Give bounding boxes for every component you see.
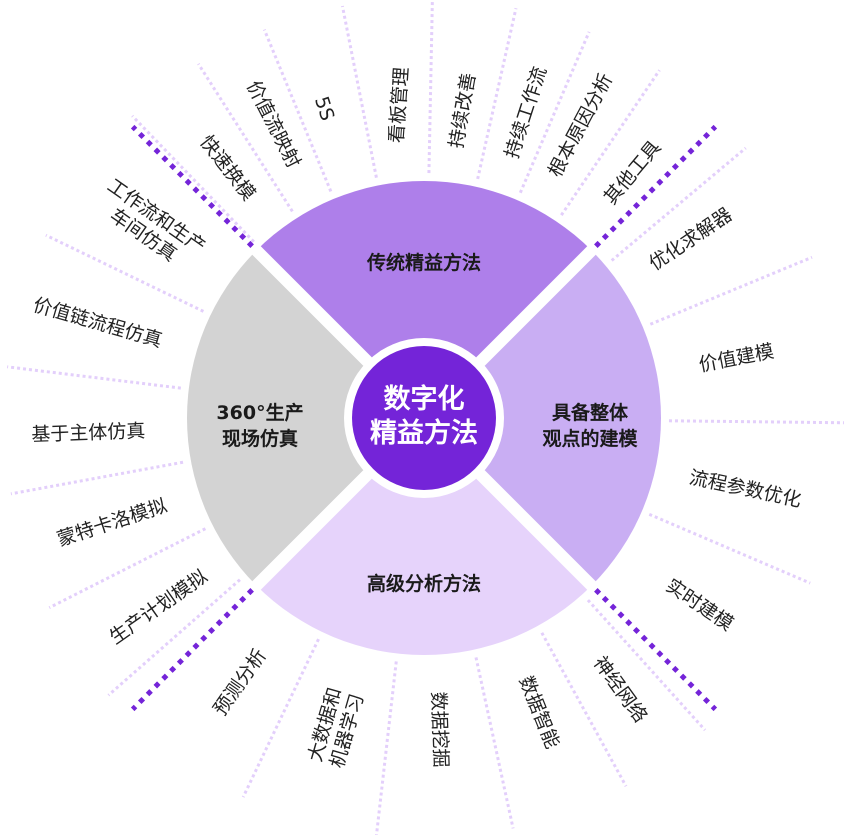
quadrant-bottom <box>256 418 592 655</box>
spoke-line <box>107 578 241 697</box>
tool-label-text: 根本原因分析 <box>544 70 617 181</box>
tool-label: 价值流映射 <box>242 77 305 172</box>
divider-line <box>130 124 356 350</box>
tool-label: 价值链流程仿真 <box>31 294 165 352</box>
tool-label: 预测分析 <box>209 645 271 720</box>
tool-label: 持续改善 <box>445 71 480 150</box>
spoke-line <box>10 460 184 496</box>
tool-label-text: 数据智能 <box>514 673 563 752</box>
spoke-line <box>476 7 518 180</box>
spoke-line <box>131 114 255 243</box>
tool-label: 数据挖掘 <box>427 691 452 768</box>
tool-label: 基于主体仿真 <box>31 420 146 446</box>
tool-label-text: 持续工作流 <box>501 64 551 161</box>
divider-line <box>492 124 718 350</box>
divider-line <box>130 486 356 712</box>
tool-label-text: 数据挖掘 <box>427 691 452 768</box>
quadrant-right <box>424 250 661 586</box>
tool-label: 实时建模 <box>662 575 737 636</box>
spoke-line <box>45 233 205 313</box>
quadrant-title-left: 360°生产 <box>216 401 303 424</box>
tool-label-text: 其他工具 <box>600 137 666 209</box>
spoke-line <box>48 527 207 610</box>
spoke-line <box>374 661 398 835</box>
tool-label: 蒙特卡洛模拟 <box>55 495 170 551</box>
tool-label-text: 基于主体仿真 <box>31 420 146 446</box>
center-title-line2: 精益方法 <box>370 417 478 449</box>
tool-label: 看板管理 <box>386 66 413 143</box>
spoke-line <box>649 255 813 326</box>
tool-label-text: 优化求解器 <box>645 204 736 275</box>
tool-label-text: 蒙特卡洛模拟 <box>55 495 170 551</box>
tool-label: 5S <box>310 94 338 124</box>
spoke-line <box>540 632 628 787</box>
spoke-line <box>241 638 320 798</box>
quadrant-dividers <box>130 124 718 712</box>
tool-label-text: 生产计划模拟 <box>106 565 212 648</box>
center-title-line1: 数字化 <box>384 383 465 415</box>
tool-label: 优化求解器 <box>645 204 736 275</box>
tool-label-text: 流程参数优化 <box>687 466 803 511</box>
tool-label: 快速换模 <box>195 131 259 204</box>
quadrant-left <box>187 250 424 586</box>
quadrant-top <box>256 181 592 418</box>
spoke-line <box>474 657 515 829</box>
tool-label: 持续工作流 <box>501 64 551 161</box>
tool-label-text: 神经网络 <box>589 652 651 726</box>
tool-label: 其他工具 <box>600 137 666 209</box>
spoke-line <box>560 69 661 216</box>
tool-label-text: 预测分析 <box>209 645 271 720</box>
spoke-line <box>648 512 811 585</box>
spoke-line <box>340 5 378 178</box>
divider-line <box>492 486 718 712</box>
quadrant-title-left: 现场仿真 <box>222 427 298 450</box>
spoke-line <box>610 146 747 262</box>
spoke-line <box>518 31 591 194</box>
tool-label-text: 持续改善 <box>445 71 480 150</box>
tool-label: 价值建模 <box>697 340 776 376</box>
spoke-line <box>586 599 707 732</box>
tool-label-text: 5S <box>310 94 338 124</box>
quadrant-title-bottom: 高级分析方法 <box>367 572 481 595</box>
tool-label-text: 价值链流程仿真 <box>31 294 165 352</box>
tool-label: 流程参数优化 <box>687 466 803 511</box>
tool-label-text: 实时建模 <box>662 575 737 636</box>
spoke-line <box>6 365 182 390</box>
spoke-line <box>668 419 844 425</box>
center-circle <box>352 346 496 490</box>
tool-label-text: 看板管理 <box>386 66 413 143</box>
spoke-line <box>262 28 333 192</box>
tool-label-text: 价值建模 <box>697 340 776 376</box>
tool-label: 根本原因分析 <box>544 70 617 181</box>
tool-label: 生产计划模拟 <box>106 565 212 648</box>
quadrant-title-right: 观点的建模 <box>542 427 638 450</box>
quadrant-title-top: 传统精益方法 <box>366 251 481 274</box>
tool-label: 神经网络 <box>589 652 651 726</box>
radial-spokes <box>6 0 844 835</box>
tool-label: 数据智能 <box>514 673 563 752</box>
spoke-line <box>197 62 294 213</box>
quadrant-title-right: 具备整体 <box>552 401 629 424</box>
tool-label-text: 快速换模 <box>195 131 259 204</box>
spoke-line <box>427 0 434 174</box>
tool-label-text: 价值流映射 <box>242 77 305 172</box>
